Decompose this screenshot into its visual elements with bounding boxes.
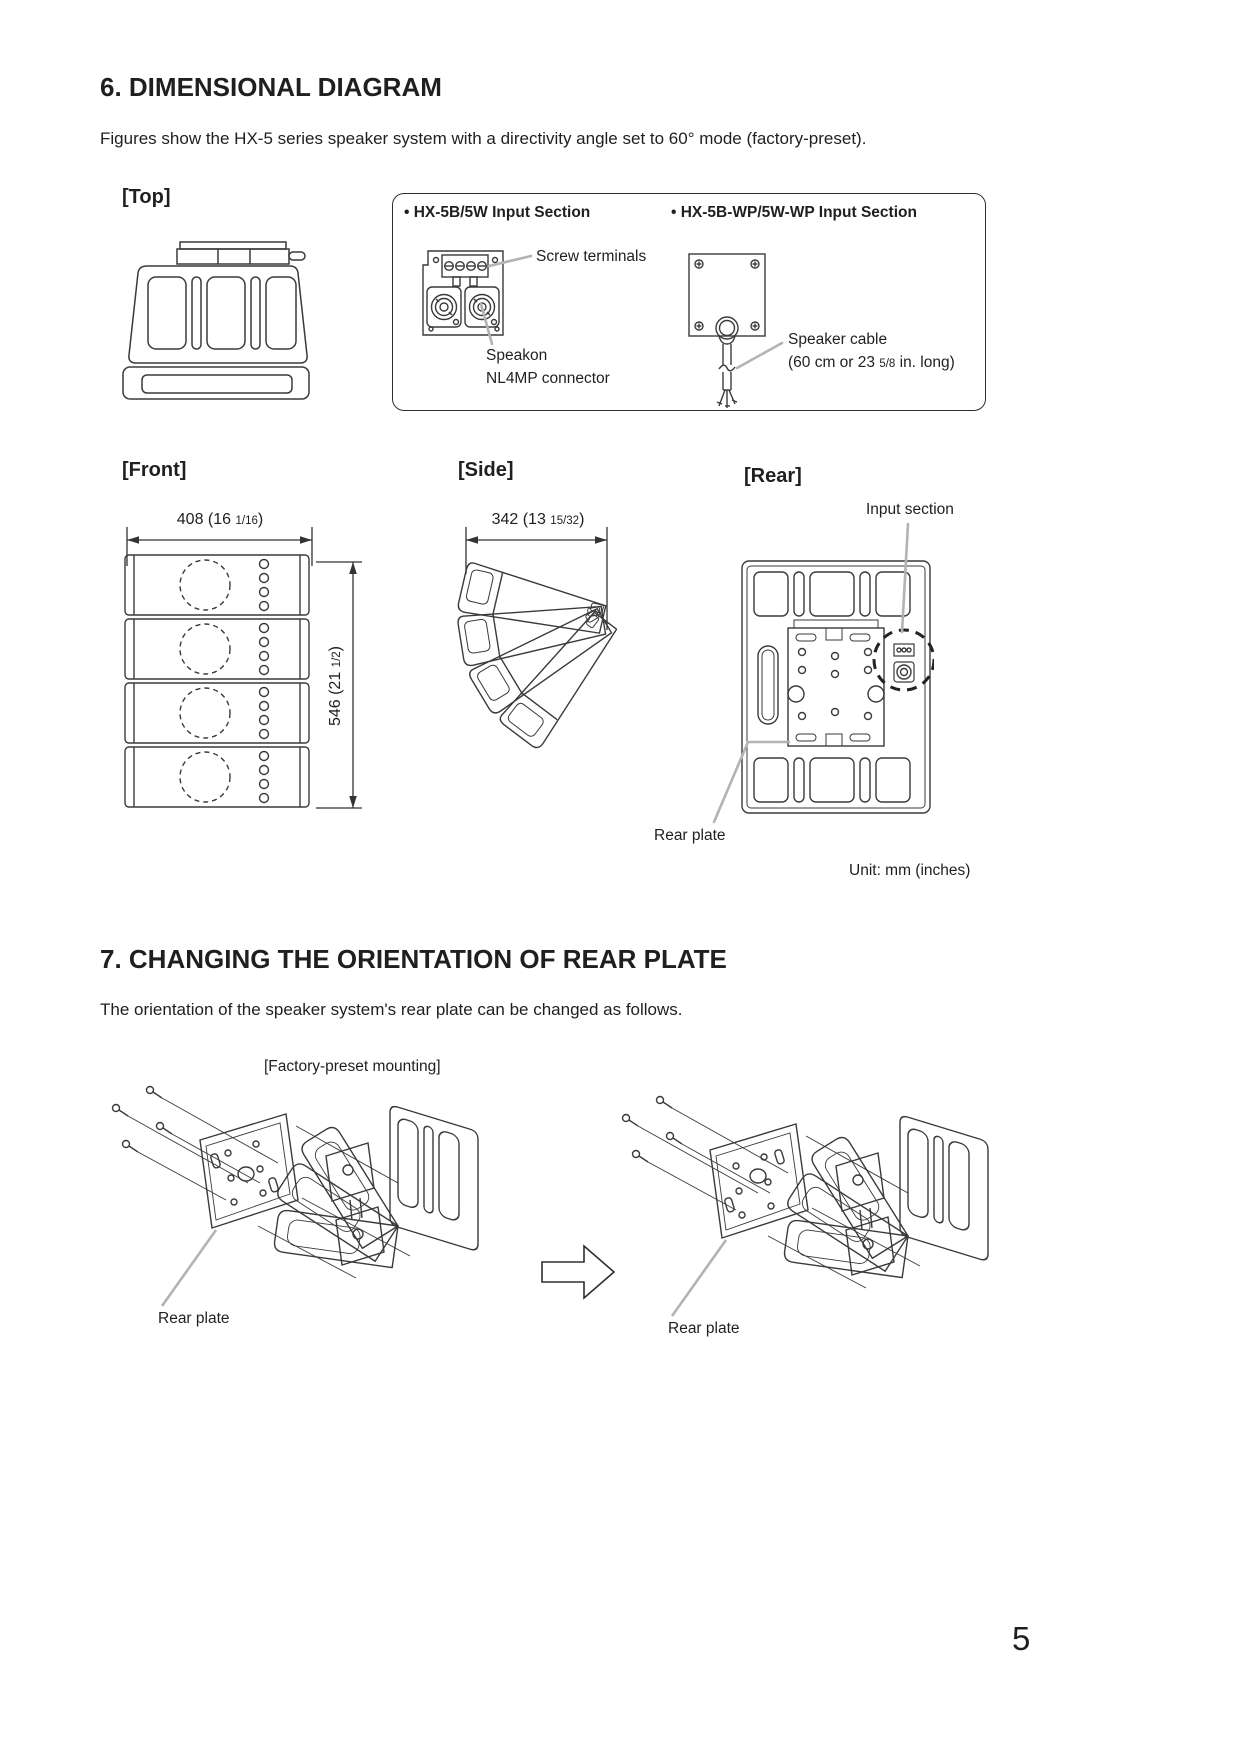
rear-view-drawing (741, 560, 934, 814)
depth-dimension-label: 342 (13 15/32) (491, 511, 585, 528)
side-view-label: [Side] (458, 459, 514, 481)
right-mounting-drawing (621, 1095, 989, 1317)
section7-heading: 7. CHANGING THE ORIENTATION OF REAR PLAT… (100, 944, 727, 974)
section6-intro: Figures show the HX-5 series speaker sys… (100, 129, 867, 148)
height-dimension-label: 546 (21 1/2) (327, 645, 344, 727)
unit-note: Unit: mm (inches) (849, 862, 971, 879)
section7-intro: The orientation of the speaker system's … (100, 1000, 683, 1019)
screw-terminals-label: Screw terminals (536, 248, 647, 265)
speakon-label-line2: NL4MP connector (486, 370, 610, 387)
speakon-label-line1: Speakon (486, 347, 548, 364)
direction-arrow (541, 1244, 616, 1300)
hx5b-input-panel-drawing (422, 250, 504, 336)
input-section-callout: Input section (866, 501, 954, 518)
front-view-drawing (124, 554, 310, 808)
top-view-drawing (122, 241, 310, 400)
rear-plate-callout-right: Rear plate (668, 1320, 740, 1337)
left-mounting-drawing (111, 1085, 479, 1307)
factory-preset-label: [Factory-preset mounting] (264, 1058, 441, 1075)
rear-view-label: [Rear] (744, 465, 802, 487)
side-view-drawing (457, 562, 617, 749)
input-box-right-title: • HX-5B-WP/5W-WP Input Section (671, 204, 917, 221)
rear-plate-callout: Rear plate (654, 827, 726, 844)
hx5b-wp-input-panel-drawing (688, 253, 766, 408)
speaker-cable-label-line1: Speaker cable (788, 331, 888, 348)
section6-heading: 6. DIMENSIONAL DIAGRAM (100, 72, 442, 102)
width-dimension-label: 408 (16 1/16) (176, 511, 264, 528)
front-view-label: [Front] (122, 459, 187, 481)
rear-plate-callout-left: Rear plate (158, 1310, 230, 1327)
input-box-left-title: • HX-5B/5W Input Section (404, 204, 591, 221)
speaker-cable-label-line2: (60 cm or 23 5/8 in. long) (788, 354, 955, 371)
screws (621, 1095, 683, 1163)
screws (111, 1085, 173, 1153)
top-view-label: [Top] (122, 186, 171, 208)
page-number: 5 (1012, 1620, 1031, 1657)
